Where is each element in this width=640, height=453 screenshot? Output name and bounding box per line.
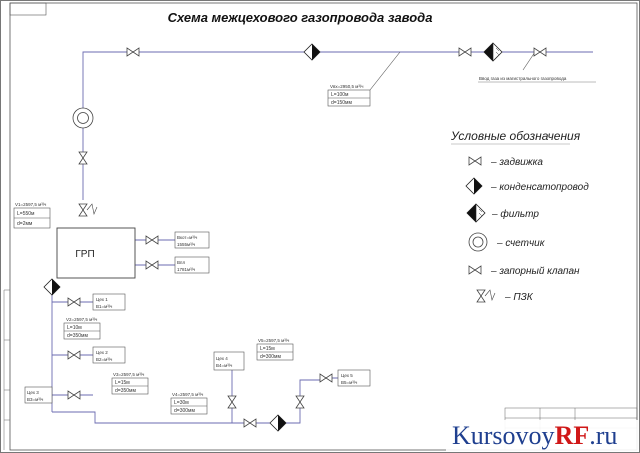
drawing-frame (9, 2, 638, 451)
site-watermark: KursovoyRF.ru (446, 420, 639, 452)
svg-text:1781м³/ч: 1781м³/ч (177, 267, 196, 272)
gas-input-label: Ввод газа из магистрального газопровода (479, 76, 567, 81)
gate-valve-icon (533, 47, 547, 57)
svg-text:d=300мм: d=300мм (260, 354, 281, 360)
svg-text:Цех 1: Цех 1 (96, 297, 108, 302)
svg-text:d=150мм: d=150мм (331, 100, 352, 106)
svg-text:d=350мм: d=350мм (115, 388, 136, 394)
consumer-shop-4: Цех 4 В4=м³/ч (213, 351, 245, 371)
svg-text:L=30м: L=30м (174, 400, 189, 406)
svg-text:d=300мм: d=300мм (174, 408, 195, 414)
svg-text:V2=2597,5 м³/ч: V2=2597,5 м³/ч (66, 317, 98, 322)
safety-valve-icon (476, 289, 496, 303)
svg-text:Vвх=2950,5 м³/ч: Vвх=2950,5 м³/ч (330, 84, 364, 89)
grp-label: ГРП (75, 249, 94, 260)
param-box-v1: V1=2597,5 м³/ч L=550м d=2мм (13, 202, 51, 229)
left-margin-strip (3, 289, 10, 450)
svg-text:L=100м: L=100м (331, 92, 349, 98)
param-box-v4: V4=2597,5 м³/ч L=30м d=300мм (170, 392, 208, 415)
svg-text:V3=2597,5 м³/ч: V3=2597,5 м³/ч (113, 372, 145, 377)
consumer-shop-5: Цех 5 В5=м³/ч (337, 369, 371, 387)
gate-valve-icon (67, 297, 81, 307)
svg-text:V1=2597,5 м³/ч: V1=2597,5 м³/ч (15, 202, 47, 207)
consumer-shop-2: Цех 2 В2=м³/ч (92, 346, 126, 364)
safety-valve-icon (78, 203, 98, 217)
consumer-b-bot: Впл 1781м³/ч (174, 256, 210, 274)
svg-text:1555м³/ч: 1555м³/ч (177, 242, 196, 247)
svg-text:В5=м³/ч: В5=м³/ч (341, 380, 358, 385)
gate-valve-icon (295, 395, 305, 409)
gate-valve-icon (67, 390, 81, 400)
svg-text:d=2мм: d=2мм (17, 221, 33, 227)
svg-text:Цех 3: Цех 3 (27, 390, 39, 395)
gate-valve-icon (126, 47, 140, 57)
gate-valve-icon (319, 373, 333, 383)
svg-text:Цех 5: Цех 5 (341, 373, 353, 378)
filter-icon (466, 203, 486, 223)
consumer-b-top: Вкот=м³/ч 1555м³/ч (174, 231, 210, 249)
condensate-trap-icon (43, 278, 61, 296)
param-box-v5: V5=2597,5 м³/ч L=15м d=300мм (256, 338, 294, 361)
condensate-trap-icon (303, 43, 321, 61)
legend-heading: Условные обозначения (450, 129, 581, 143)
consumer-shop-3: Цех 3 В3=м³/ч (24, 386, 53, 404)
condensate-trap-icon (269, 414, 287, 432)
legend-label: – запорный клапан (490, 266, 580, 277)
gate-valve-icon (243, 418, 257, 428)
gate-valve-icon (78, 151, 88, 165)
svg-text:В2=м³/ч: В2=м³/ч (96, 357, 113, 362)
gate-valve-icon (458, 47, 472, 57)
legend-label: – счетчик (496, 238, 546, 249)
page-title: Схема межцехового газопровода завода (168, 10, 433, 25)
leaders (369, 51, 536, 91)
svg-text:L=15м: L=15м (115, 380, 130, 386)
legend-label: – конденсатопровод (490, 182, 589, 193)
svg-text:В3=м³/ч: В3=м³/ч (27, 397, 44, 402)
svg-text:V4=2597,5 м³/ч: V4=2597,5 м³/ч (172, 392, 204, 397)
svg-text:d=350мм: d=350мм (67, 333, 88, 339)
svg-text:В1=м³/ч: В1=м³/ч (96, 304, 113, 309)
legend-label: – ПЗК (504, 292, 534, 303)
svg-text:Цех 4: Цех 4 (216, 356, 228, 361)
svg-text:Вкот=м³/ч: Вкот=м³/ч (177, 235, 198, 240)
svg-text:V5=2597,5 м³/ч: V5=2597,5 м³/ч (258, 338, 290, 343)
filter-icon (483, 42, 503, 62)
svg-text:L=15м: L=15м (260, 346, 275, 352)
legend: Условные обозначения – задвижка – конден… (450, 129, 589, 303)
corner-stamp (9, 2, 47, 16)
condensate-trap-icon (465, 177, 483, 195)
gate-valve-icon (67, 350, 81, 360)
meter-icon (468, 232, 488, 252)
svg-text:Цех 2: Цех 2 (96, 350, 108, 355)
svg-text:L=550м: L=550м (17, 211, 35, 217)
gate-valve-icon (145, 235, 159, 245)
meter-icon (72, 107, 94, 129)
gate-valve-icon (227, 395, 237, 409)
svg-text:KursovoyRF.ru: KursovoyRF.ru (452, 421, 617, 450)
shutoff-valve-icon (468, 265, 482, 275)
legend-label: – фильтр (491, 208, 539, 220)
legend-label: – задвижка (490, 157, 543, 168)
consumer-shop-1: Цех 1 В1=м³/ч (92, 293, 126, 311)
svg-text:Впл: Впл (177, 260, 185, 265)
param-box-v3: V3=2597,5 м³/ч L=15м d=350мм (111, 372, 149, 395)
svg-text:В4=м³/ч: В4=м³/ч (216, 363, 233, 368)
param-box-vin: Vвх=2950,5 м³/ч L=100м d=150мм (327, 84, 371, 107)
gate-valve-icon (468, 156, 482, 166)
grp-box (56, 227, 136, 279)
svg-text:L=10м: L=10м (67, 325, 82, 331)
param-box-v2: V2=2597,5 м³/ч L=10м d=350мм (63, 317, 101, 340)
gate-valve-icon (145, 260, 159, 270)
